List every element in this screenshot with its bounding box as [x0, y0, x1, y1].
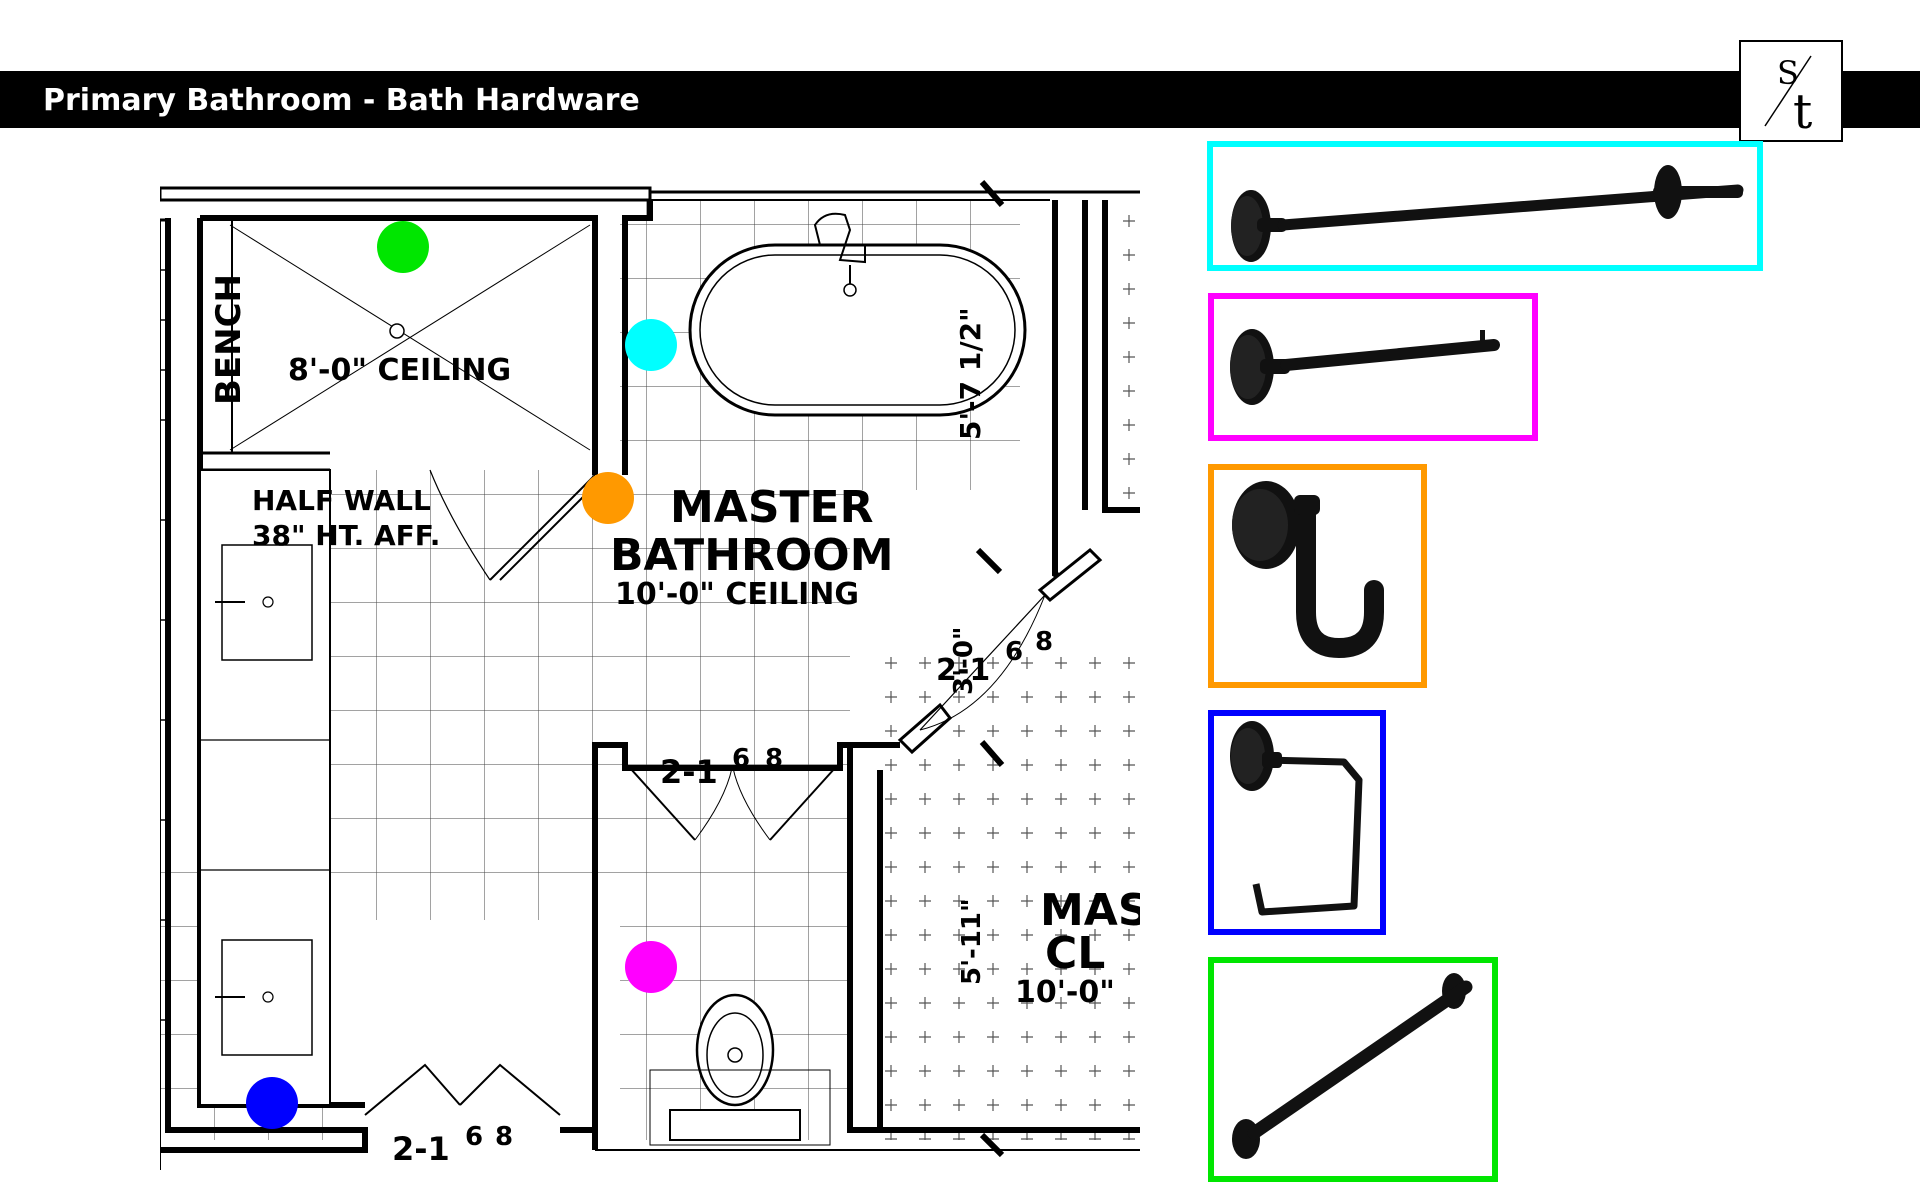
logo-letter-s: S: [1777, 54, 1799, 92]
label-door-bottom-a: 2-1: [392, 1130, 450, 1168]
label-door-bottom-b: 6: [465, 1122, 483, 1152]
label-closet-name-1: MAS: [1040, 885, 1140, 936]
label-room-name-2: BATHROOM: [610, 530, 894, 581]
label-closet-ceiling: 10'-0": [1015, 975, 1115, 1010]
label-half-wall: HALF WALL: [252, 484, 431, 517]
label-room-name-1: MASTER: [670, 482, 873, 533]
marker-orange: [582, 472, 634, 524]
label-door-right-a: 2-1: [936, 653, 990, 688]
label-door-bottom-c: 8: [495, 1122, 513, 1152]
label-door-right-c: 8: [1035, 627, 1053, 657]
toilet-paper-holder-icon: [1230, 721, 1363, 916]
label-tub-dim: 5'-7 1/2": [954, 307, 987, 440]
marker-magenta: [625, 941, 677, 993]
label-door-wc-c: 8: [765, 744, 783, 774]
label-door-wc-a: 2-1: [660, 753, 718, 791]
hand-towel-bar-icon: [1230, 329, 1500, 405]
label-door-right-width: 3'-0": [949, 627, 979, 695]
label-closet-dim: 5'-11": [957, 898, 987, 985]
label-room-ceiling: 10'-0" CEILING: [615, 577, 859, 612]
product-robe-hook: [1208, 464, 1427, 688]
marker-green: [377, 221, 429, 273]
robe-hook-icon: [1232, 481, 1384, 659]
product-toilet-paper-holder: [1208, 710, 1386, 935]
label-shower-ceiling: 8'-0" CEILING: [288, 353, 511, 388]
label-half-wall-height: 38" HT. AFF.: [252, 519, 440, 552]
label-door-right-b: 6: [1005, 637, 1023, 667]
label-bench: BENCH: [209, 274, 249, 405]
marker-blue: [246, 1077, 298, 1129]
grab-bar-icon: [1232, 973, 1473, 1159]
marker-cyan: [625, 319, 677, 371]
brand-logo: S t: [1739, 40, 1843, 142]
title-bar: [0, 71, 1920, 128]
product-towel-bar-long: [1207, 141, 1763, 271]
floor-plan: BENCH 8'-0" CEILING HALF WALL 38" HT. AF…: [160, 170, 1140, 1180]
towel-bar-long-icon: [1231, 165, 1744, 262]
product-towel-bar-short: [1208, 293, 1538, 441]
page-title: Primary Bathroom - Bath Hardware: [43, 83, 640, 118]
logo-monogram: S t: [1764, 54, 1812, 140]
logo-letter-t: t: [1793, 84, 1812, 140]
label-closet-name-2: CL: [1045, 928, 1105, 979]
product-grab-bar: [1208, 957, 1498, 1182]
floor-plan-drawing: BENCH 8'-0" CEILING HALF WALL 38" HT. AF…: [160, 180, 1140, 1170]
label-door-wc-b: 6: [732, 744, 750, 774]
